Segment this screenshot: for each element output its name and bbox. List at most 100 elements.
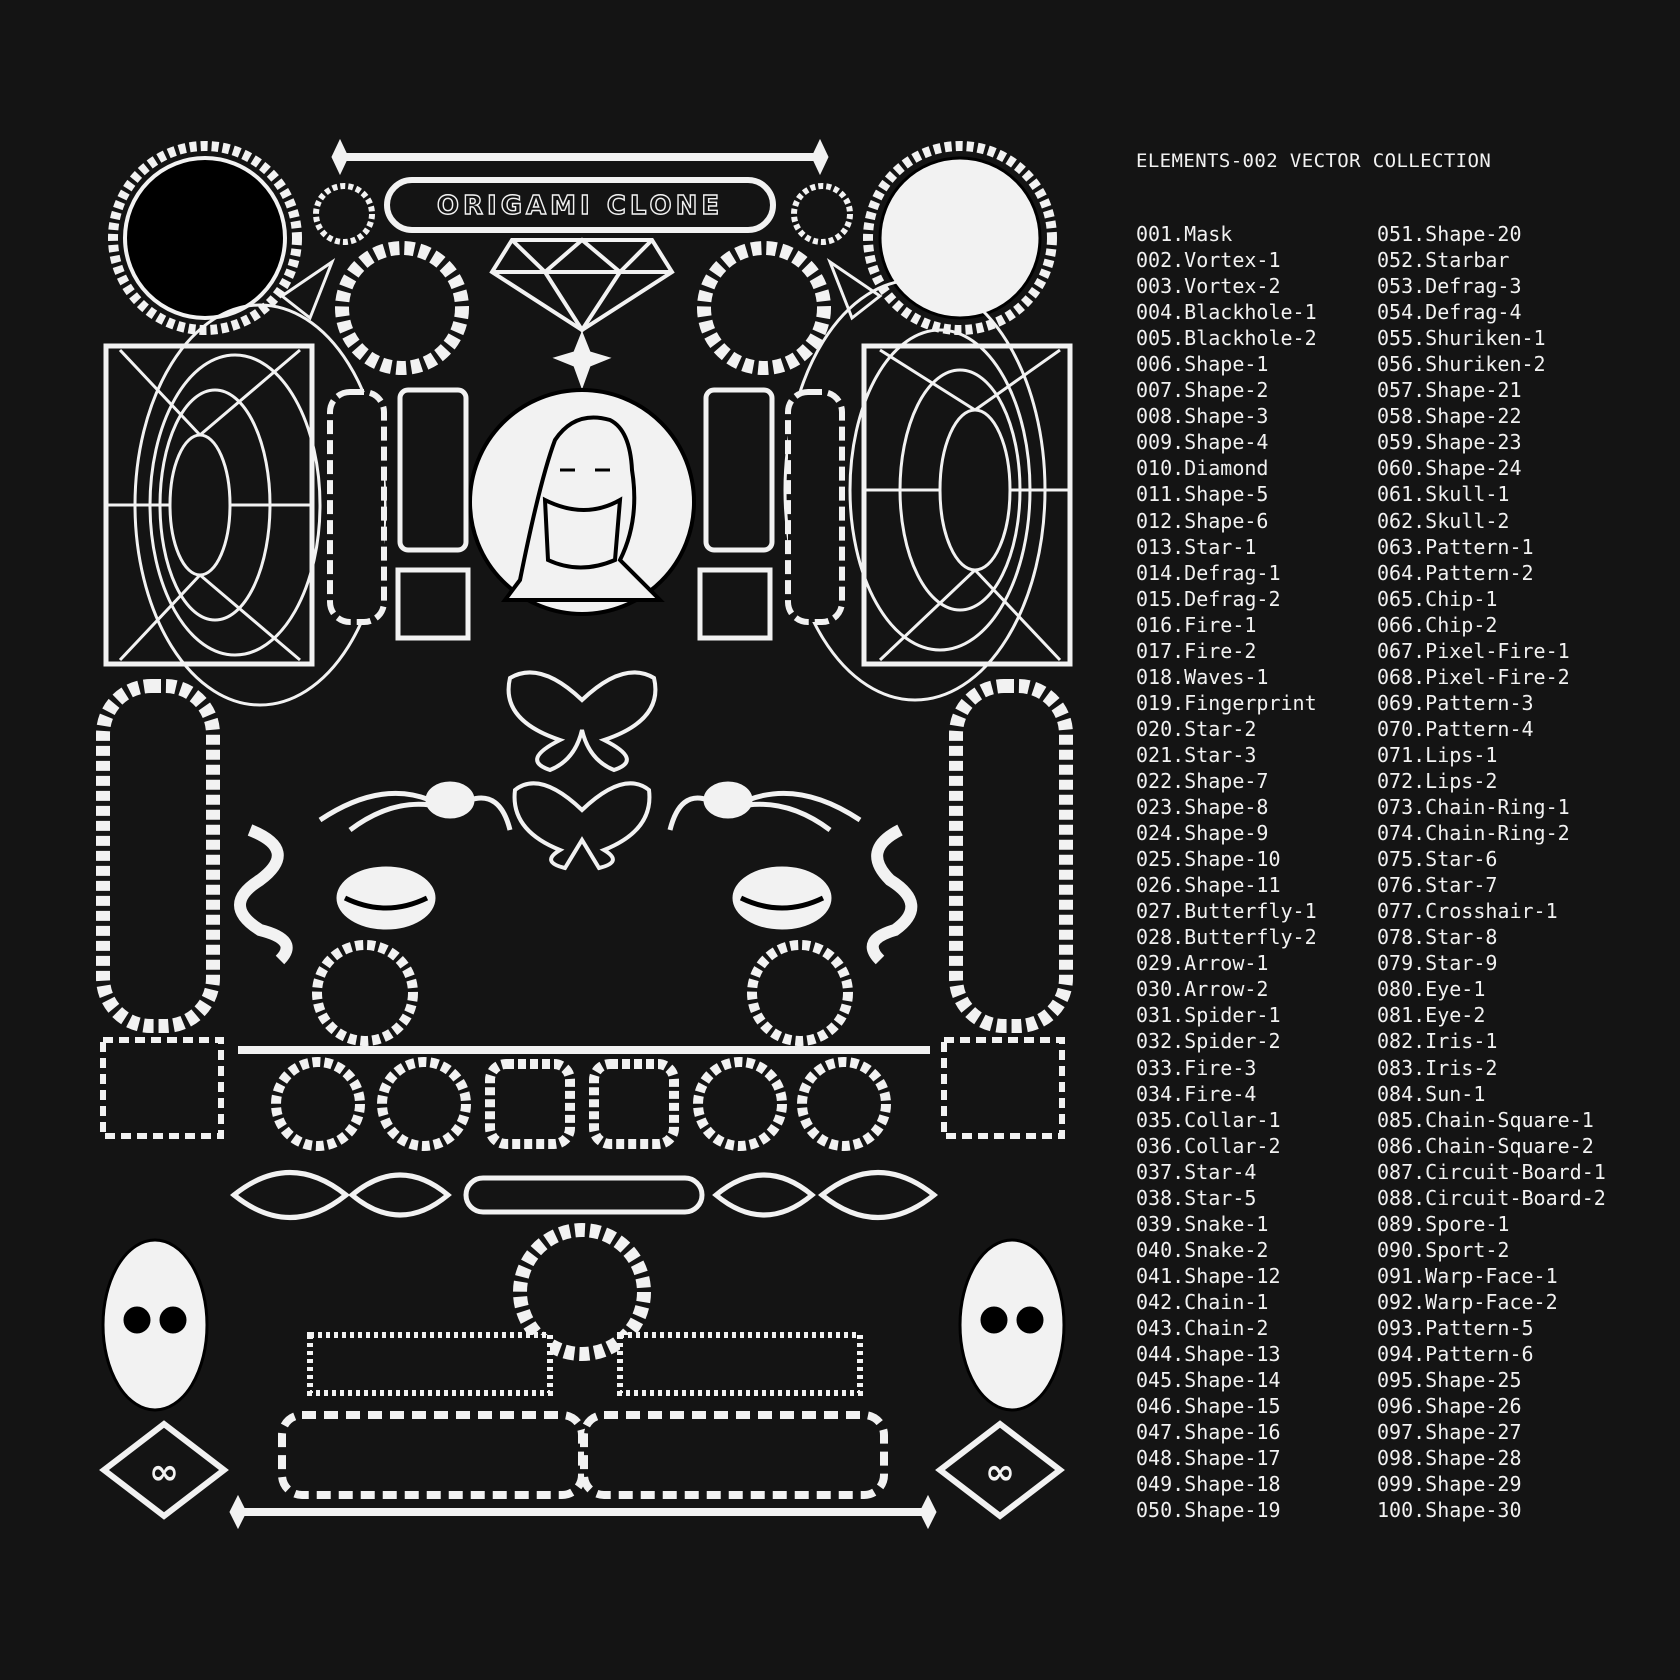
blackhole-icon [108,141,302,335]
list-item: 096.Shape-26 [1377,1394,1522,1419]
list-item: 014.Defrag-1 [1136,560,1281,585]
list-item: 016.Fire-1 [1136,612,1257,637]
list-item: 009.Shape-4 [1136,430,1269,455]
skull-icon [958,1238,1066,1412]
list-item: 033.Fire-3 [1136,1055,1257,1080]
diamond-icon [489,237,675,334]
list-item: 079.Star-9 [1377,951,1498,976]
list-item: 017.Fire-2 [1136,638,1257,663]
vector-collection-artwork: ORIGAMI CLONE [96,138,1073,1530]
list-item: 022.Shape-7 [1136,768,1269,793]
list-item: 054.Defrag-4 [1377,300,1522,325]
list-item: 057.Shape-21 [1377,378,1522,403]
list-item: 015.Defrag-2 [1136,586,1281,611]
list-item: 070.Pattern-4 [1377,716,1534,741]
list-item: 053.Defrag-3 [1377,274,1522,299]
list-item: 061.Skull-1 [1377,482,1510,507]
butterfly-icon [512,781,652,871]
list-item: 092.Warp-Face-2 [1377,1289,1558,1314]
butterfly-icon [506,670,658,773]
list-item: 042.Chain-1 [1136,1289,1269,1314]
star-icon [552,330,612,390]
chain-panel [949,679,1073,1033]
waves-icon [785,389,845,625]
list-item: 012.Shape-6 [1136,508,1269,533]
list-item: 069.Pattern-3 [1377,690,1534,715]
vortex-icon [103,303,387,707]
list-item: 010.Diamond [1136,456,1269,481]
list-item: 081.Eye-2 [1377,1003,1486,1028]
brand-title: ORIGAMI CLONE [437,191,723,221]
collection-title: ELEMENTS-002 VECTOR COLLECTION [1136,150,1492,172]
chip-icon: ∞ [99,1420,229,1520]
pattern-icon [307,1332,553,1396]
top-starbar [331,138,829,176]
list-item: 076.Star-7 [1377,873,1498,898]
arrow-icon [279,258,336,321]
list-item: 039.Snake-1 [1136,1211,1269,1236]
list-item: 084.Sun-1 [1377,1081,1486,1106]
list-item: 051.Shape-20 [1377,222,1522,246]
list-item: 018.Waves-1 [1136,664,1269,689]
list-item: 063.Pattern-1 [1377,534,1534,559]
list-item: 082.Iris-1 [1377,1029,1498,1054]
list-item: 090.Sport-2 [1377,1237,1510,1262]
list-item: 041.Shape-12 [1136,1263,1281,1288]
list-item: 080.Eye-1 [1377,977,1486,1002]
chain-ring-row [271,1057,891,1151]
svg-text:∞: ∞ [985,1452,1015,1493]
snake-icon [234,824,293,965]
list-item: 003.Vortex-2 [1136,274,1281,299]
list-item: 006.Shape-1 [1136,352,1269,377]
list-item: 089.Spore-1 [1377,1211,1510,1236]
list-item: 066.Chip-2 [1377,612,1498,637]
list-item: 083.Iris-2 [1377,1055,1498,1080]
list-item: 024.Shape-9 [1136,821,1269,846]
list-item: 099.Shape-29 [1377,1472,1522,1497]
lips-icon [336,866,436,930]
list-item: 037.Star-4 [1136,1159,1257,1184]
list-item: 001.Mask [1136,222,1233,246]
spore-icon [313,183,375,245]
list-item: 049.Shape-18 [1136,1472,1281,1497]
list-item: 020.Star-2 [1136,716,1257,741]
crosshair-icon [312,940,418,1046]
list-item: 031.Spider-1 [1136,1003,1281,1028]
list-item: 026.Shape-11 [1136,873,1281,898]
list-item: 050.Shape-19 [1136,1498,1281,1523]
pattern-icon [100,1037,224,1139]
mask-face-icon [468,388,696,616]
list-item: 032.Spider-2 [1136,1029,1281,1054]
list-item: 087.Circuit-Board-1 [1377,1159,1606,1184]
list-item: 056.Shuriken-2 [1377,352,1546,377]
list-item: 035.Collar-1 [1136,1107,1281,1132]
list-item: 027.Butterfly-1 [1136,899,1317,924]
list-item: 064.Pattern-2 [1377,560,1534,585]
list-item: 002.Vortex-1 [1136,248,1281,273]
list-item: 077.Crosshair-1 [1377,899,1558,924]
list-item: 086.Chain-Square-2 [1377,1133,1594,1158]
spider-icon [667,781,862,833]
list-item: 100.Shape-30 [1377,1498,1522,1523]
list-item: 068.Pixel-Fire-2 [1377,664,1570,689]
list-item: 046.Shape-15 [1136,1394,1281,1419]
pattern-icon [941,1037,1065,1139]
chain-ring-icon [697,241,831,375]
bottom-starbar [229,1494,937,1530]
list-item: 058.Shape-22 [1377,404,1522,429]
list-item: 021.Star-3 [1136,742,1257,767]
chain-panel [96,679,220,1033]
fingerprint-icon [697,567,773,641]
list-item: 043.Chain-2 [1136,1315,1269,1340]
chain-ring-icon [335,241,469,375]
list-item: 067.Pixel-Fire-1 [1377,638,1570,663]
fingerprint-icon [395,567,471,641]
fire-icon [580,1411,888,1499]
fire-icon [278,1411,586,1499]
list-item: 094.Pattern-6 [1377,1342,1534,1367]
skull-icon [101,1238,209,1412]
list-item: 062.Skull-2 [1377,508,1510,533]
list-item: 073.Chain-Ring-1 [1377,795,1570,820]
